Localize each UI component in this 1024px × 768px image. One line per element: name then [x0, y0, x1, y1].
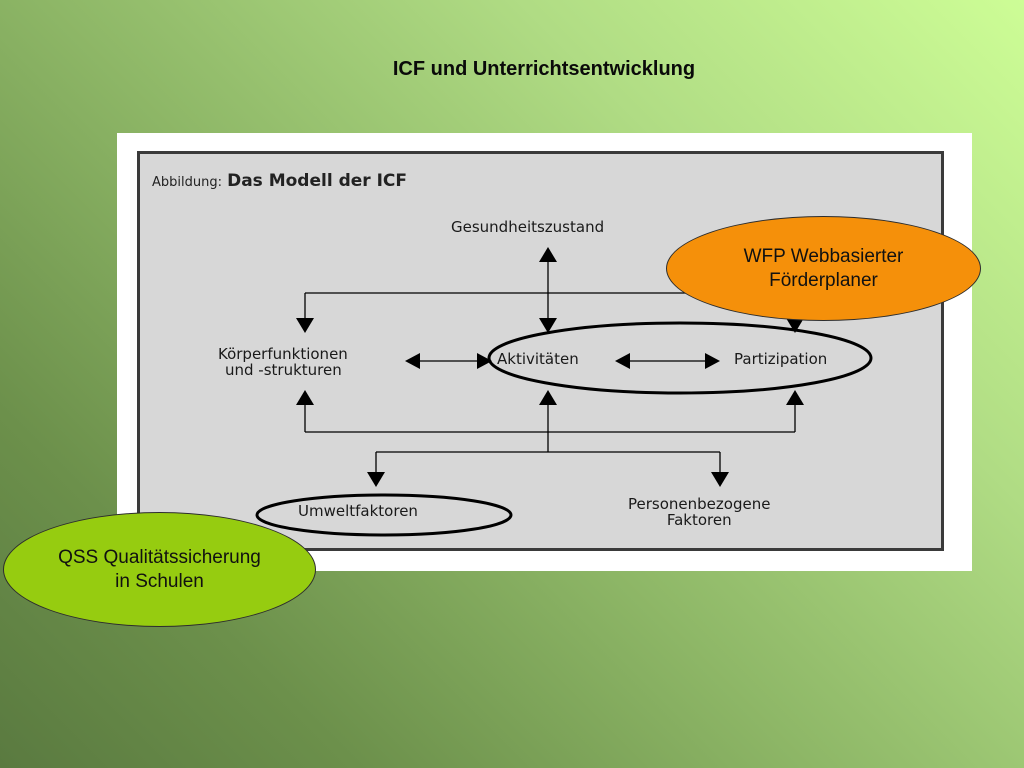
- arrowhead-up-partiz: [786, 390, 804, 405]
- caption-title: Das Modell der ICF: [227, 171, 407, 191]
- qss-line2: in Schulen: [115, 570, 204, 592]
- node-koerper-line1: Körperfunktionen: [218, 345, 348, 363]
- arrowhead-up-aktiv: [539, 390, 557, 405]
- arrowhead-down-koerper: [296, 318, 314, 333]
- arrowhead-down-umwelt: [367, 472, 385, 487]
- qss-line1: QSS Qualitätssicherung: [58, 546, 261, 568]
- arrowhead-right-partiz: [705, 353, 720, 369]
- wfp-line1: WFP Webbasierter: [743, 245, 904, 267]
- node-personenbezogene-faktoren: Personenbezogene Faktoren: [628, 496, 770, 528]
- caption-prefix: Abbildung:: [152, 175, 222, 190]
- arrowhead-left-aktiv: [615, 353, 630, 369]
- umwelt-highlight: [255, 493, 513, 537]
- node-gesundheitszustand: Gesundheitszustand: [451, 218, 605, 236]
- node-personen-line1: Personenbezogene: [628, 495, 771, 513]
- node-aktivitaeten: Aktivitäten: [497, 350, 579, 368]
- arrowhead-up-koerper: [296, 390, 314, 405]
- figure-caption: Abbildung: Das Modell der ICF: [152, 171, 407, 191]
- slide-title: ICF und Unterrichtsentwicklung: [392, 58, 696, 80]
- arrowhead-down-aktiv: [539, 318, 557, 333]
- arrowhead-down-partiz: [786, 318, 804, 333]
- arrowhead-left-koerper: [405, 353, 420, 369]
- node-koerper-line2: und -strukturen: [225, 361, 342, 379]
- node-umweltfaktoren: Umweltfaktoren: [298, 502, 418, 520]
- qss-callout: QSS Qualitätssicherung in Schulen: [3, 512, 316, 627]
- arrowhead-down-personen: [711, 472, 729, 487]
- node-personen-line2: Faktoren: [666, 511, 732, 529]
- arrowhead-up-health: [539, 247, 557, 262]
- activity-participation-highlight: [487, 321, 873, 395]
- node-partizipation: Partizipation: [734, 350, 828, 368]
- wfp-line2: Förderplaner: [769, 269, 878, 291]
- wfp-callout: WFP Webbasierter Förderplaner: [666, 216, 981, 321]
- arrowhead-right-aktiv: [477, 353, 492, 369]
- node-koerperfunktionen: Körperfunktionen und -strukturen: [218, 346, 348, 378]
